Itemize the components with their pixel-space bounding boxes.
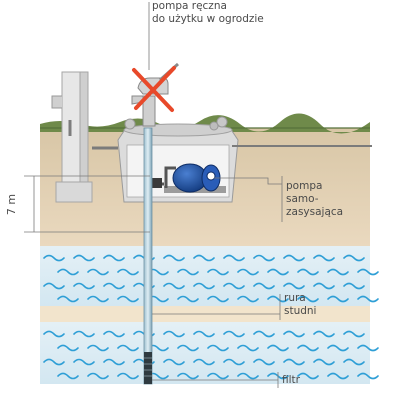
filter-label: filtr [282, 374, 300, 386]
water-wave [313, 358, 335, 366]
water-wave [103, 282, 125, 290]
water-wave [283, 254, 305, 262]
water-wave [177, 344, 199, 352]
water-wave [223, 358, 245, 366]
water-wave [87, 344, 109, 352]
water-wave [103, 330, 125, 338]
water-wave [117, 372, 139, 380]
water-wave [117, 295, 139, 303]
water-wave [163, 282, 185, 290]
water-wave [223, 254, 245, 262]
cross-out-icon [132, 66, 176, 112]
water-wave [357, 268, 379, 276]
water-wave [343, 358, 365, 366]
water-wave [207, 372, 229, 380]
depth-dimension [24, 175, 150, 233]
water-wave [343, 282, 365, 290]
water-wave [327, 295, 349, 303]
water-wave [237, 295, 259, 303]
water-wave [283, 330, 305, 338]
water-wave [57, 295, 79, 303]
water-wave [267, 344, 289, 352]
water-wave [43, 358, 65, 366]
self-priming-pump-label-line1: pompa [286, 180, 323, 192]
well-pipe-label-line2: studni [284, 305, 317, 317]
water-wave [177, 268, 199, 276]
water-wave [163, 358, 185, 366]
water-wave [73, 358, 95, 366]
water-wave [297, 268, 319, 276]
water-wave [297, 372, 319, 380]
water-wave [253, 254, 275, 262]
well-filter [144, 352, 152, 384]
water-wave [313, 254, 335, 262]
water-wave [43, 254, 65, 262]
water-wave [343, 254, 365, 262]
water-wave [163, 254, 185, 262]
well-pipe-label-line1: rura [284, 292, 306, 304]
water-wave [327, 344, 349, 352]
depth-label: 7 m [5, 193, 19, 216]
water-wave [207, 295, 229, 303]
water-wave [87, 372, 109, 380]
water-wave [117, 344, 139, 352]
water-wave [283, 358, 305, 366]
water-wave [57, 344, 79, 352]
water-wave [237, 372, 259, 380]
water-wave [343, 330, 365, 338]
well-pipe [143, 127, 153, 385]
water-wave [313, 282, 335, 290]
water-wave [267, 295, 289, 303]
water-wave [207, 344, 229, 352]
water-wave [103, 254, 125, 262]
water-wave [43, 330, 65, 338]
self-priming-leader [214, 177, 282, 185]
water-wave [267, 268, 289, 276]
water-wave [223, 330, 245, 338]
wall-column [51, 71, 93, 203]
self-priming-pump-icon [150, 163, 226, 193]
water-wave [193, 254, 215, 262]
water-wave [297, 344, 319, 352]
water-wave [87, 268, 109, 276]
water-wave [193, 330, 215, 338]
water-wave [43, 282, 65, 290]
water-wave [177, 372, 199, 380]
water-wave [237, 344, 259, 352]
water-wave [253, 358, 275, 366]
water-wave [57, 372, 79, 380]
self-priming-pump-label-line3: zasysająca [286, 206, 344, 218]
water-wave [103, 358, 125, 366]
water-wave [193, 358, 215, 366]
water-wave [117, 268, 139, 276]
water-wave [327, 268, 349, 276]
water-wave [357, 295, 379, 303]
water-wave [73, 254, 95, 262]
water-wave [193, 282, 215, 290]
water-wave [73, 282, 95, 290]
water-layer [40, 246, 370, 306]
water-wave [177, 295, 199, 303]
water-wave [357, 372, 379, 380]
water-wave [237, 268, 259, 276]
water-wave [313, 330, 335, 338]
water-wave [283, 282, 305, 290]
self-priming-pump-label-line2: samo- [286, 193, 319, 205]
hand-pump-label-line1: pompa ręczna [152, 0, 227, 12]
water-wave [73, 330, 95, 338]
water-wave [207, 268, 229, 276]
water-wave [327, 372, 349, 380]
hand-pump-label-line2: do użytku w ogrodzie [152, 13, 264, 25]
water-wave [163, 330, 185, 338]
water-wave [253, 282, 275, 290]
water-wave [253, 330, 275, 338]
water-wave [297, 295, 319, 303]
water-wave [57, 268, 79, 276]
water-wave [357, 344, 379, 352]
water-wave [87, 295, 109, 303]
water-wave [223, 282, 245, 290]
